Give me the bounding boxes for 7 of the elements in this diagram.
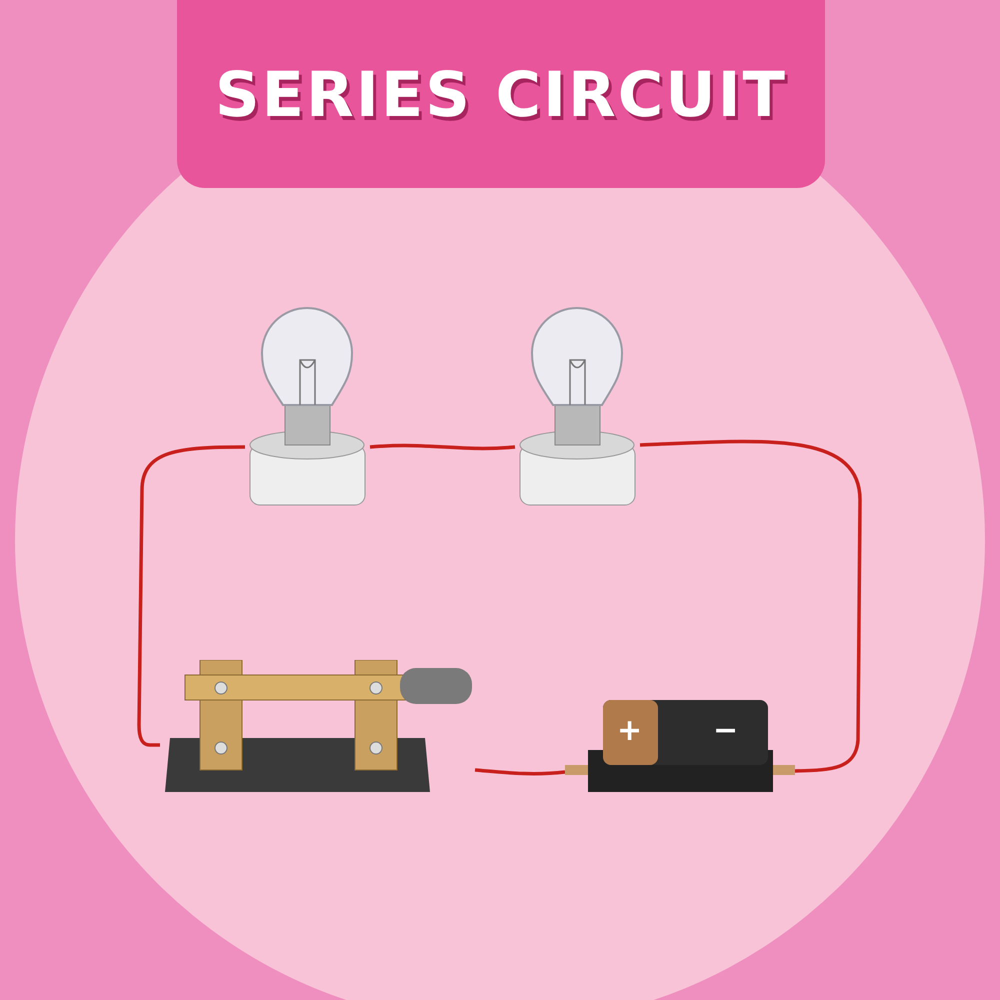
title: SERIES CIRCUIT (215, 58, 787, 130)
wire (370, 444, 516, 450)
terminal-sign: + (617, 713, 642, 749)
terminal-sign: − (713, 713, 738, 749)
wire (474, 768, 566, 776)
wire (137, 445, 245, 747)
wire (640, 440, 862, 773)
